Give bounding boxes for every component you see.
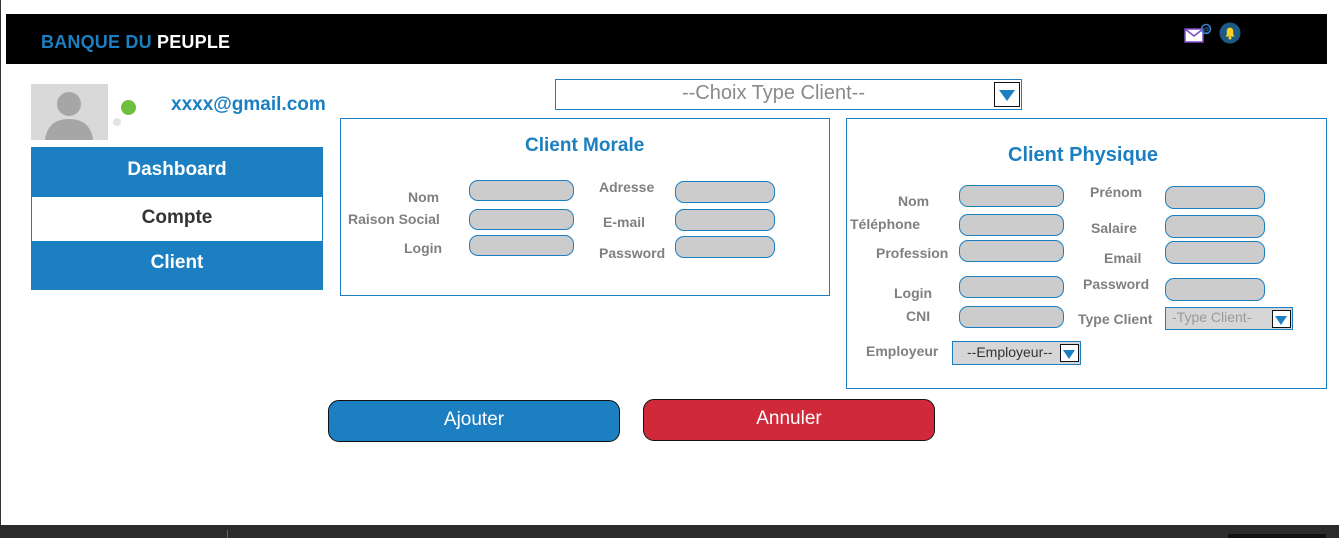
physique-email-input[interactable] (1165, 241, 1265, 264)
brand-logo: BANQUE DU PEUPLE (41, 32, 230, 53)
client-physique-title: Client Physique (1008, 144, 1159, 166)
morale-nom-label: Nom (408, 189, 440, 205)
type-client-select-value: -Type Client- (1172, 309, 1252, 325)
morale-raison-social-input[interactable] (469, 209, 574, 230)
physique-prenom-label: Prénom (1090, 184, 1143, 200)
brand-text-primary: BANQUE DU (41, 32, 152, 52)
client-type-select-value: --Choix Type Client-- (681, 82, 866, 104)
morale-raison-social-label: Raison Social (348, 211, 440, 227)
svg-text:@: @ (1204, 28, 1210, 34)
employeur-select[interactable]: --Employeur-- (952, 341, 1081, 365)
morale-login-label: Login (404, 240, 443, 256)
brand-text-secondary: PEUPLE (157, 32, 231, 52)
physique-email-label: Email (1104, 250, 1142, 266)
physique-profession-label: Profession (876, 245, 949, 261)
user-silhouette-icon (45, 92, 93, 140)
sidebar-item-dashboard[interactable]: Dashboard (31, 147, 323, 196)
physique-nom-label: Nom (898, 193, 930, 209)
taskbar-separator (227, 530, 228, 538)
dropdown-arrow-icon[interactable] (1060, 344, 1079, 362)
physique-employeur-label: Employeur (866, 343, 939, 359)
dropdown-arrow-icon[interactable] (994, 82, 1020, 107)
client-morale-panel: Client Morale Nom Raison Social Login Ad… (340, 118, 830, 296)
physique-profession-input[interactable] (959, 240, 1064, 262)
morale-password-input[interactable] (675, 236, 775, 258)
morale-nom-input[interactable] (469, 180, 574, 201)
client-morale-title: Client Morale (525, 135, 645, 156)
cancel-button[interactable]: Annuler (643, 399, 935, 441)
online-status-icon (121, 100, 136, 115)
morale-login-input[interactable] (469, 235, 574, 256)
physique-prenom-input[interactable] (1165, 186, 1265, 209)
physique-salaire-label: Salaire (1091, 220, 1137, 236)
taskbar-item[interactable] (1228, 534, 1326, 538)
window-edge (0, 0, 1, 525)
physique-telephone-label: Téléphone (850, 216, 921, 232)
morale-email-label: E-mail (603, 214, 646, 230)
physique-telephone-input[interactable] (959, 214, 1064, 236)
user-email: xxxx@gmail.com (171, 94, 326, 115)
avatar (31, 84, 108, 140)
sidebar-item-client[interactable]: Client (31, 242, 323, 290)
morale-adresse-label: Adresse (599, 179, 655, 195)
taskbar (0, 525, 1339, 538)
bell-icon[interactable] (1219, 22, 1241, 44)
client-type-select[interactable]: --Choix Type Client-- (555, 79, 1022, 110)
morale-email-input[interactable] (675, 209, 775, 231)
physique-nom-input[interactable] (959, 185, 1064, 207)
dropdown-arrow-icon[interactable] (1272, 310, 1291, 328)
status-indicator-secondary (113, 118, 121, 126)
add-button[interactable]: Ajouter (328, 400, 620, 442)
physique-salaire-input[interactable] (1165, 215, 1265, 238)
morale-adresse-input[interactable] (675, 181, 775, 203)
client-physique-panel: Client Physique Nom Téléphone Profession… (846, 118, 1327, 389)
physique-password-label: Password (1083, 276, 1150, 292)
type-client-select[interactable]: -Type Client- (1165, 307, 1293, 330)
physique-login-input[interactable] (959, 276, 1064, 298)
mail-icon[interactable]: @ (1184, 23, 1212, 45)
employeur-select-value: --Employeur-- (967, 344, 1053, 360)
physique-cni-label: CNI (906, 308, 931, 324)
physique-password-input[interactable] (1165, 278, 1265, 301)
morale-password-label: Password (599, 245, 666, 261)
physique-type-client-label: Type Client (1078, 311, 1153, 327)
sidebar-item-compte[interactable]: Compte (31, 196, 323, 242)
physique-cni-input[interactable] (959, 306, 1064, 328)
physique-login-label: Login (894, 285, 933, 301)
top-bar: BANQUE DU PEUPLE @ (6, 14, 1327, 64)
